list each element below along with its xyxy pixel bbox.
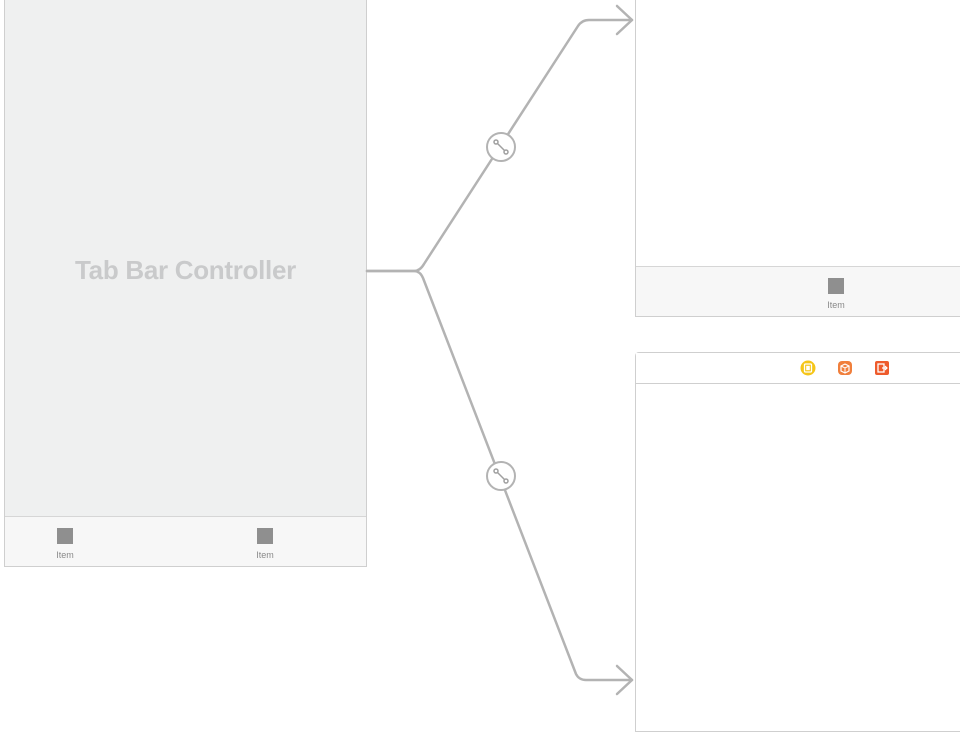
segue-icon[interactable] [486, 461, 516, 491]
tab-item-label: Item [56, 550, 74, 560]
first-responder-icon[interactable] [837, 360, 853, 376]
tab-bar-controller-scene[interactable]: Tab Bar Controller Item Item [4, 0, 367, 567]
scene-title: Tab Bar Controller [75, 255, 296, 285]
segue-arrow-top [615, 4, 634, 36]
view-controller-scene-1[interactable]: Item [635, 0, 960, 317]
tab-bar: Item Item [5, 516, 366, 566]
tab-item-placeholder-icon [57, 528, 73, 544]
tab-item-label: Item [256, 550, 274, 560]
tab-item-placeholder-icon [828, 278, 844, 294]
tab-item-label: Item [827, 300, 845, 310]
tab-bar-item[interactable]: Item [205, 517, 325, 560]
view-controller-icon[interactable] [800, 360, 816, 376]
segue-icon[interactable] [486, 132, 516, 162]
scene-dock [636, 353, 960, 384]
tab-bar-item[interactable]: Item [5, 517, 125, 560]
tab-bar: Item [636, 266, 960, 316]
tab-bar-item[interactable]: Item [776, 267, 896, 310]
segue-arrow-bottom [615, 664, 634, 696]
exit-icon[interactable] [874, 360, 890, 376]
view-controller-scene-2[interactable] [635, 352, 960, 732]
tab-item-placeholder-icon [257, 528, 273, 544]
